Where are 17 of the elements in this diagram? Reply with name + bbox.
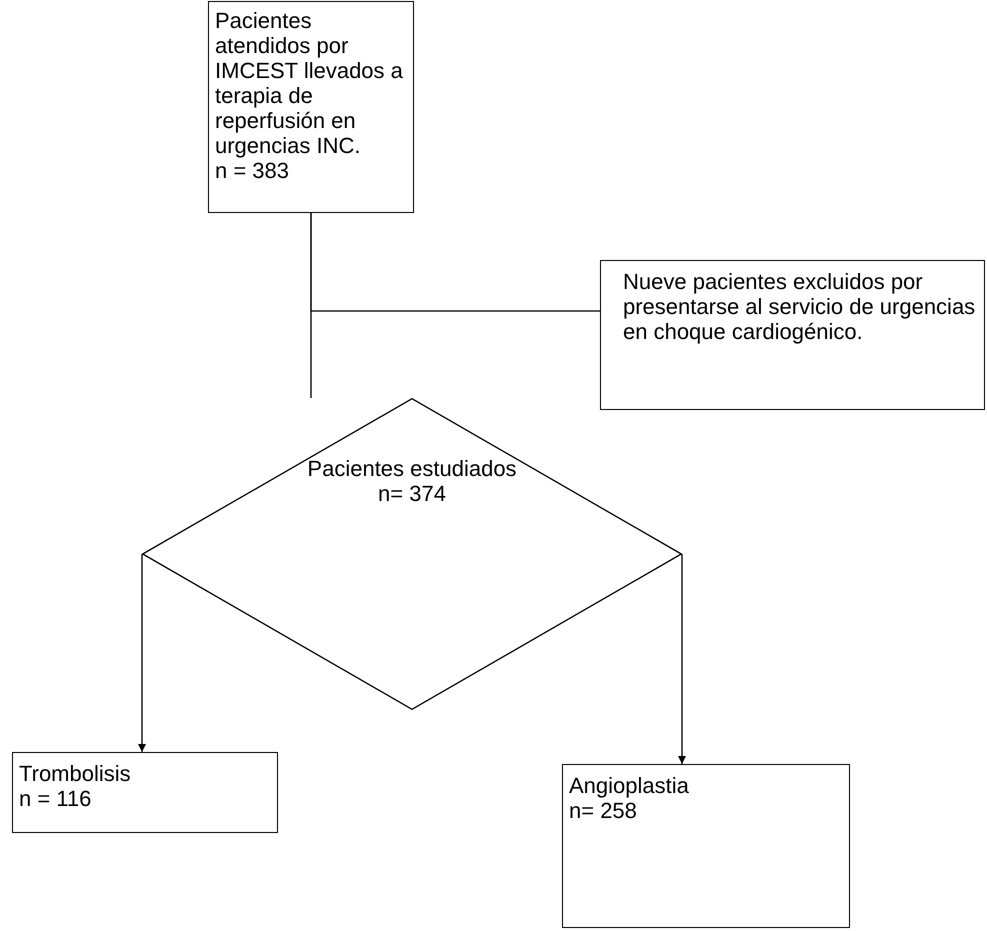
connector-line: [310, 213, 600, 312]
decision-diamond: [142, 398, 682, 710]
node-text: n= 258: [569, 798, 637, 823]
arrow: [138, 554, 146, 752]
node-text: Pacientes estudiados: [307, 456, 517, 481]
process-box: [600, 260, 985, 410]
node-text: Nueve pacientes excluidos por presentarse al servicio de urgencias en choque cardiogénico.: [623, 269, 976, 344]
node-text: n = 383: [215, 158, 290, 183]
process-box: [208, 1, 414, 213]
arrow: [678, 554, 686, 764]
node-text: n= 374: [378, 481, 446, 506]
node-text: Angioplastia: [569, 773, 689, 798]
process-box: [562, 764, 850, 928]
node-text: Trombolisis: [19, 761, 131, 786]
node-text: n = 116: [19, 786, 92, 811]
node-text: Pacientes atendidos por IMCEST llevados a terapia de reperfusión en urgencias INC.: [215, 8, 404, 158]
process-box: [12, 752, 278, 833]
